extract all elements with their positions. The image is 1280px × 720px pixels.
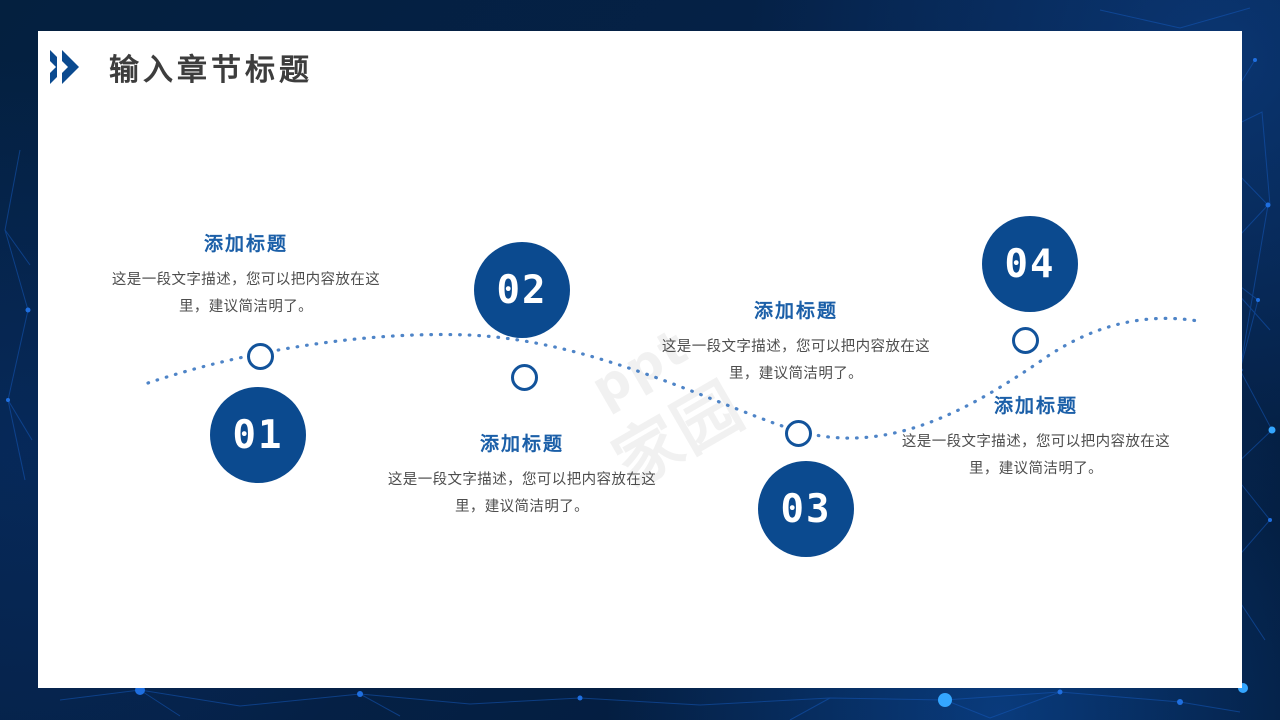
step-text-block-03: 添加标题 这是一段文字描述，您可以把内容放在这 里，建议简洁明了。 [628,296,964,388]
chevron-right-icon-2 [57,50,79,84]
timeline-marker-04[interactable] [1012,327,1039,354]
content-card: ppt 家园 输入章节标题 01 02 03 04 [38,31,1242,688]
step-number-03: 03 [780,486,832,532]
step-number-04: 04 [1004,241,1056,287]
step-title-04: 添加标题 [993,395,1078,417]
step-title-03: 添加标题 [753,300,838,322]
step-desc-04-line1: 这是一段文字描述，您可以把内容放在这 [901,434,1171,450]
step-circle-02[interactable]: 02 [474,242,570,338]
step-circle-01[interactable]: 01 [210,387,306,483]
timeline-marker-02[interactable] [511,364,538,391]
step-circle-04[interactable]: 04 [982,216,1078,312]
step-text-block-04: 添加标题 这是一段文字描述，您可以把内容放在这 里，建议简洁明了。 [868,391,1204,483]
step-desc-04-line2: 里，建议简洁明了。 [968,461,1104,477]
step-desc-01-line2: 里，建议简洁明了。 [178,299,314,315]
step-text-block-02: 添加标题 这是一段文字描述，您可以把内容放在这 里，建议简洁明了。 [354,429,690,521]
step-circle-03[interactable]: 03 [758,461,854,557]
step-desc-03-line2: 里，建议简洁明了。 [728,366,864,382]
slide-header: 输入章节标题 [45,45,313,89]
step-desc-02-line2: 里，建议简洁明了。 [454,499,590,515]
step-desc-03-line1: 这是一段文字描述，您可以把内容放在这 [661,339,931,355]
dotted-timeline-path [146,316,1200,440]
step-desc-02-line1: 这是一段文字描述，您可以把内容放在这 [387,472,657,488]
double-chevron-right-icon [45,50,79,84]
step-text-block-01: 添加标题 这是一段文字描述，您可以把内容放在这 里，建议简洁明了。 [78,229,414,321]
step-title-02: 添加标题 [479,433,564,455]
step-number-01: 01 [232,412,284,458]
step-title-01: 添加标题 [203,233,288,255]
page-title: 输入章节标题 [109,53,313,88]
step-desc-01-line1: 这是一段文字描述，您可以把内容放在这 [111,272,381,288]
timeline-marker-01[interactable] [247,343,274,370]
timeline-marker-03[interactable] [785,420,812,447]
step-number-02: 02 [496,267,548,313]
